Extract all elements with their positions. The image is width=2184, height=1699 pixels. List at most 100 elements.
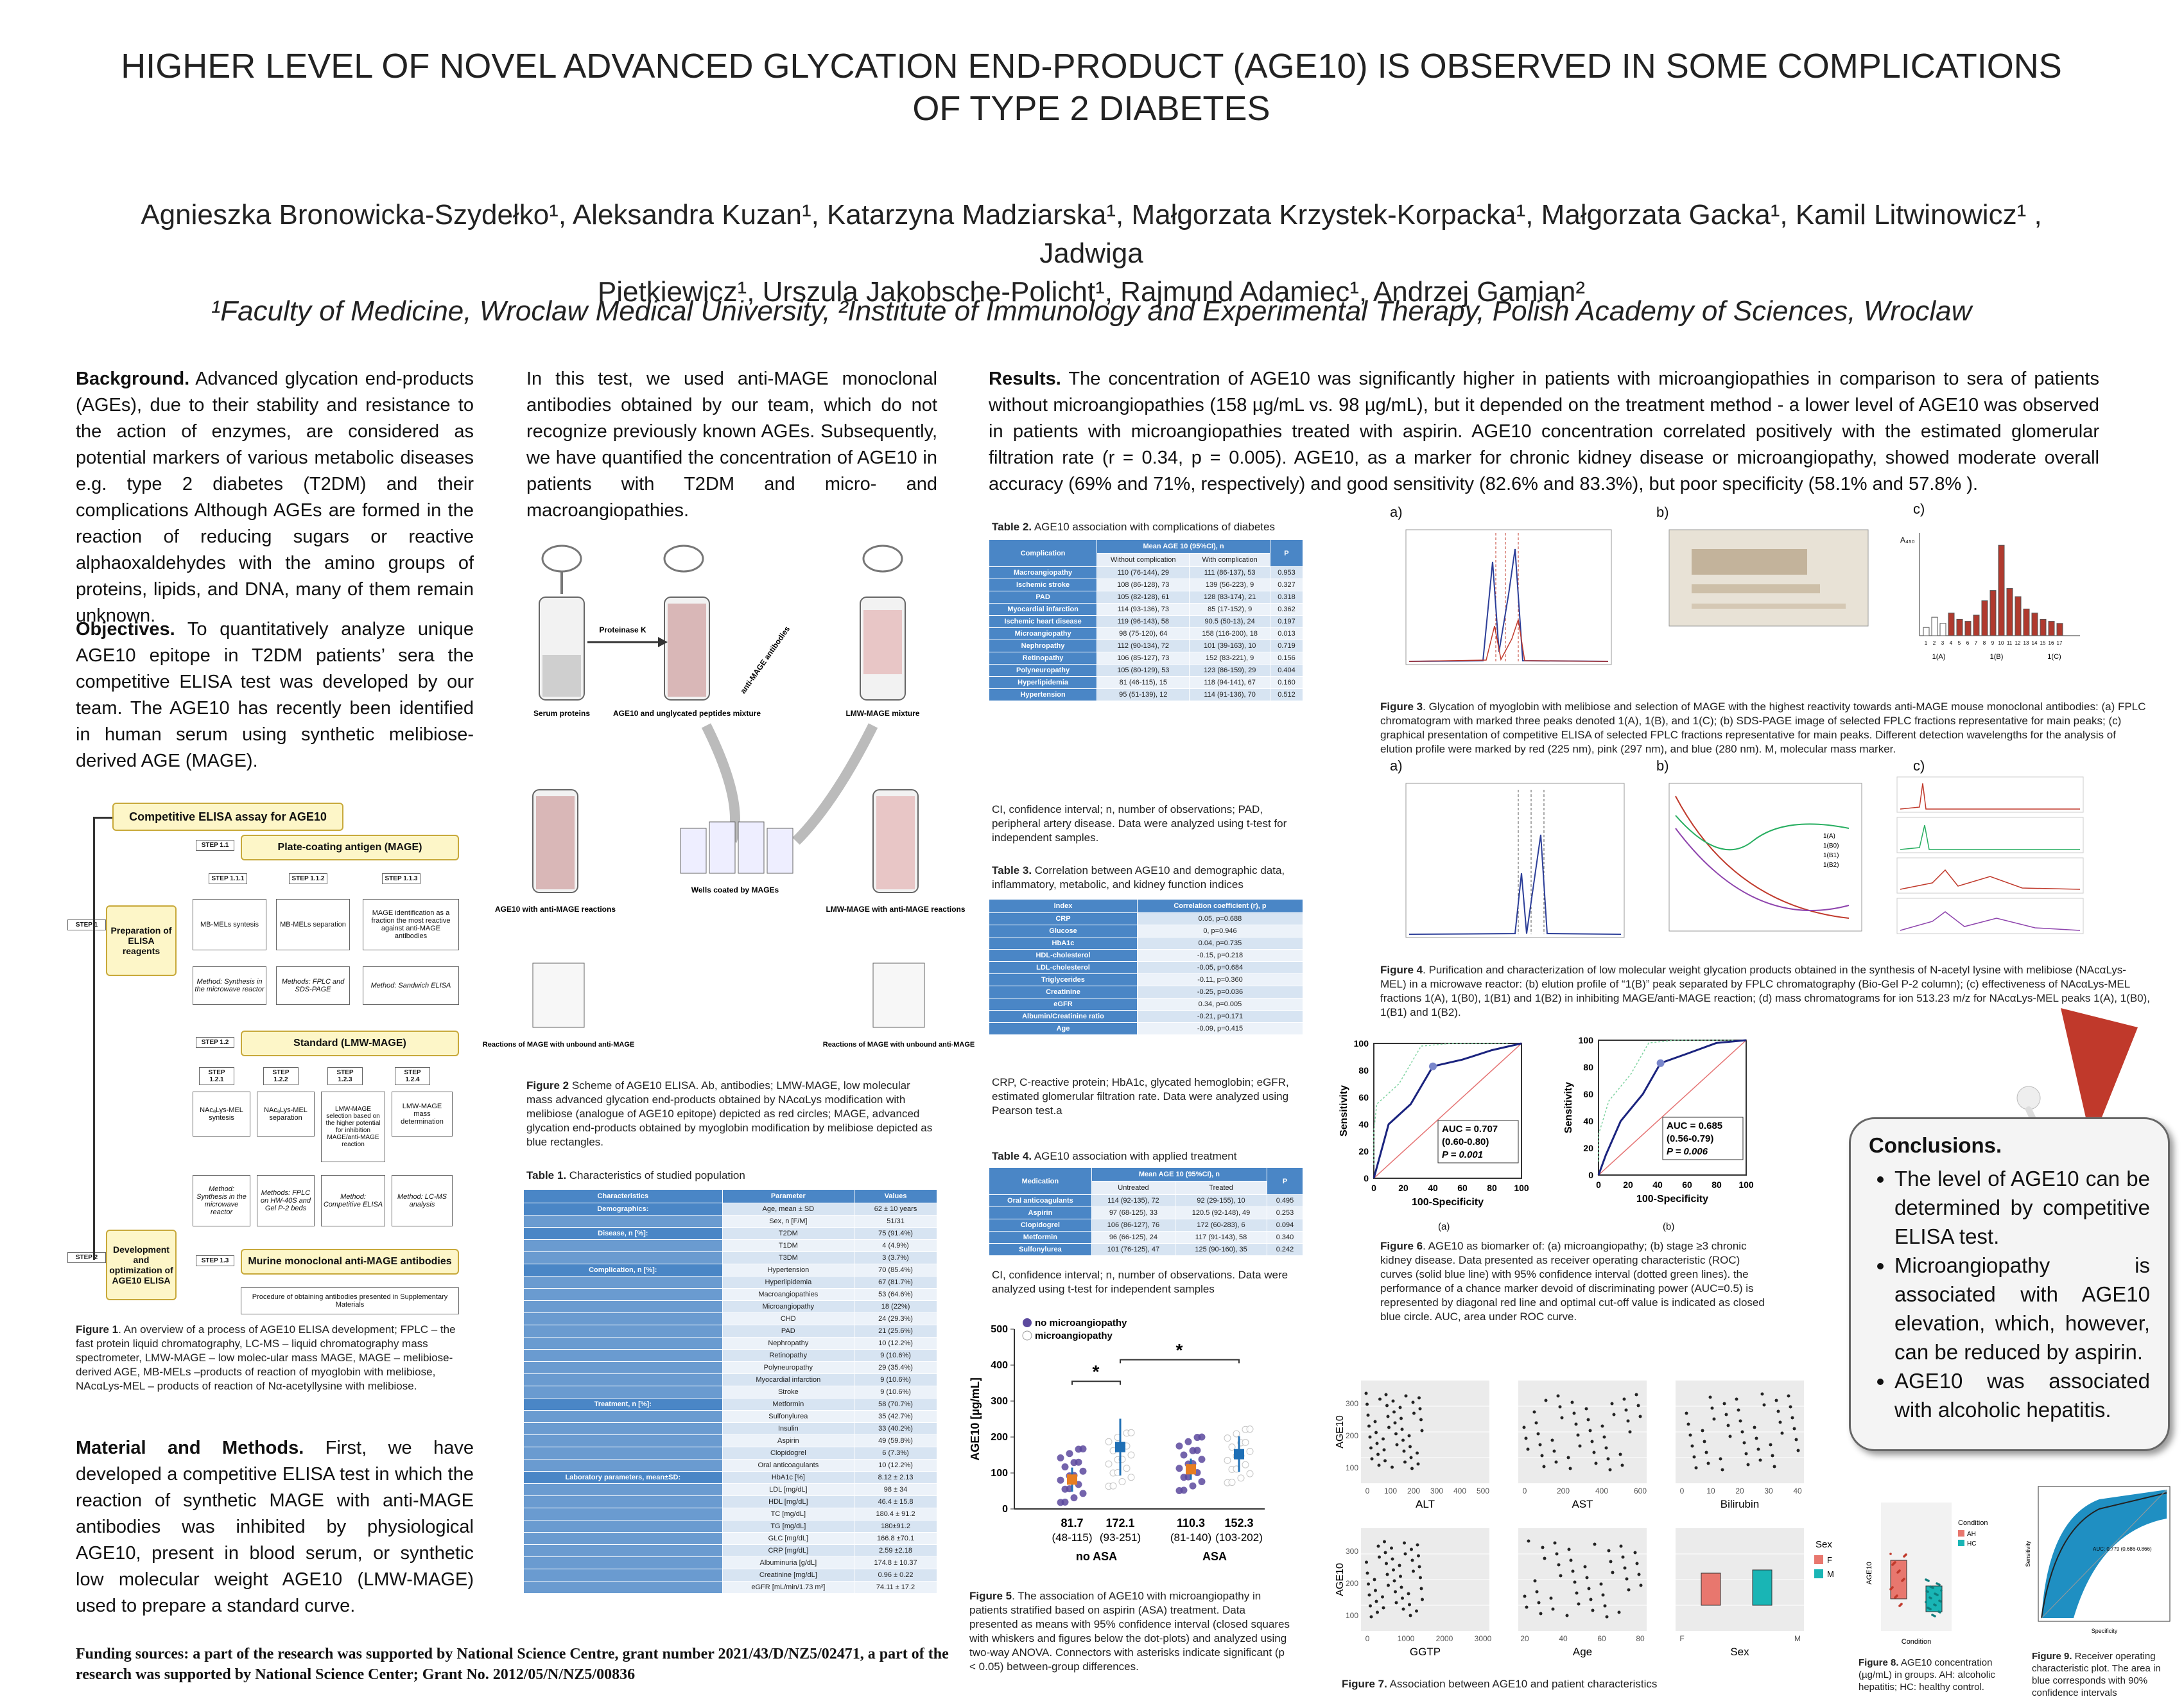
data-point [1237, 1474, 1245, 1482]
legend-swatch [1814, 1555, 1823, 1564]
data-point [1537, 1601, 1541, 1605]
auc-p-label: P = 0.006 [1667, 1146, 1708, 1157]
data-point [1571, 1569, 1575, 1573]
table-cell: CHD [722, 1312, 855, 1325]
table-cell: 29 (35.4%) [854, 1361, 937, 1374]
data-point [1638, 1415, 1642, 1418]
data-point [1796, 1449, 1800, 1452]
data-point [1403, 1541, 1406, 1545]
table-4-title-text: AGE10 association with applied treatment [1032, 1150, 1237, 1162]
background-section: Background. Advanced glycation end-produ… [76, 366, 474, 629]
data-point [1574, 1422, 1578, 1426]
figure-6-caption-text: . AGE10 as biomarker of: (a) microangiop… [1380, 1240, 1765, 1323]
well-right-icon [872, 963, 925, 1028]
table-cell: 21 (25.6%) [854, 1325, 937, 1337]
x-tick-label: 0 [1365, 1486, 1370, 1495]
data-point [1420, 1429, 1424, 1433]
data-point [1584, 1407, 1588, 1411]
table-cell: 0.327 [1269, 579, 1304, 591]
column2-intro: In this test, we used anti-MAGE monoclon… [526, 369, 937, 521]
table-cell: 180.4 ± 91.2 [854, 1508, 937, 1520]
flow-s113: STEP 1.1.3 [382, 873, 420, 884]
data-point [1399, 1574, 1402, 1578]
data-point [1774, 1398, 1778, 1402]
data-point [1523, 1594, 1527, 1598]
figure-6a-roc: 002020404060608080100100100-SpecificityS… [1339, 1038, 1529, 1208]
y-tick-label: 40 [1358, 1119, 1369, 1129]
data-point [1224, 1456, 1231, 1464]
data-point [1410, 1547, 1413, 1551]
table-cell: 0.05, p=0.688 [1136, 912, 1304, 925]
table-1-header: Values [854, 1189, 937, 1203]
fig4-b-curve [1675, 828, 1850, 911]
x-tick-label: 600 [1634, 1486, 1647, 1495]
table-1-title-text: Characteristics of studied population [566, 1169, 745, 1181]
y-tick-label: 100 [1579, 1035, 1594, 1045]
y-tick-label: 20 [1358, 1146, 1369, 1156]
data-point [1694, 1466, 1698, 1470]
x-tick-label: 1000 [1398, 1634, 1415, 1643]
auc-box [1437, 1120, 1519, 1163]
figure-4-caption-text: . Purification and characterization of l… [1380, 964, 2151, 1018]
table-cell: 158 (116-200), 18 [1189, 627, 1270, 640]
y-tick-label: 100 [991, 1468, 1008, 1479]
data-point [1123, 1465, 1131, 1472]
table-cell: 0.362 [1269, 603, 1304, 616]
data-point [1930, 1597, 1932, 1599]
data-point [1419, 1576, 1422, 1580]
data-point [1534, 1421, 1538, 1425]
x-tick-label: 4 [1950, 640, 1953, 646]
table-cell: 111 (86-137), 53 [1189, 566, 1270, 579]
fig3-b-bands [1692, 549, 1846, 609]
table-cell: 92 (29-155), 10 [1175, 1194, 1268, 1207]
auc-label: AUC = 0.685 [1667, 1120, 1722, 1131]
data-point [1934, 1604, 1937, 1607]
data-point [1551, 1607, 1555, 1611]
table-row: Albumin/Creatinine ratio-0.21, p=0.171 [989, 1010, 1304, 1023]
lmw-fill [863, 610, 902, 674]
data-point [1634, 1393, 1638, 1397]
mean-label: 81.7 [1061, 1517, 1083, 1529]
data-point [1402, 1449, 1406, 1453]
fig4-a-letter: a) [1390, 758, 1403, 774]
x-tick-label: 15 [2040, 640, 2046, 646]
x-axis-label: Age [1573, 1646, 1592, 1658]
data-point [1760, 1392, 1764, 1396]
data-point [1370, 1457, 1374, 1461]
data-point [1903, 1555, 1905, 1558]
y-tick-label: 80 [1583, 1062, 1593, 1072]
table-cell [523, 1520, 723, 1533]
data-point [1524, 1436, 1528, 1440]
table-cell: 49 (59.8%) [854, 1434, 937, 1447]
data-point [1589, 1598, 1593, 1601]
table-2-title: Table 2. AGE10 association with complica… [992, 520, 1313, 534]
figure-6-label: Figure 6 [1380, 1240, 1423, 1252]
table-cell: Aspirin [989, 1207, 1092, 1219]
affiliation: ¹Faculty of Medicine, Wroclaw Medical Un… [211, 295, 1972, 327]
data-point [1600, 1424, 1604, 1428]
data-point [1386, 1415, 1390, 1418]
y-tick-label: 80 [1358, 1065, 1369, 1076]
data-point [1408, 1603, 1411, 1607]
data-point [1611, 1571, 1615, 1574]
table-cell: eGFR [989, 998, 1138, 1011]
figure-5-caption-text: . The association of AGE10 with microang… [969, 1590, 1290, 1673]
group-label: ASA [1202, 1550, 1227, 1563]
data-point [1373, 1420, 1377, 1424]
data-point [1525, 1605, 1529, 1609]
legend-label: no microangiopathy [1035, 1318, 1127, 1329]
fig4-a-frame [1405, 783, 1625, 938]
table-cell: Myocardial infarction [988, 603, 1098, 616]
table-row: Sex, n [F/M]51/31 [523, 1215, 937, 1228]
data-point [1688, 1433, 1692, 1437]
data-point [1549, 1596, 1553, 1600]
table-cell: T3DM [722, 1251, 855, 1264]
table-cell: -0.21, p=0.171 [1136, 1010, 1304, 1023]
data-point [1411, 1400, 1415, 1404]
ci-label: (81-140) [1170, 1531, 1211, 1544]
data-point [1726, 1424, 1730, 1427]
data-point [1416, 1462, 1420, 1466]
